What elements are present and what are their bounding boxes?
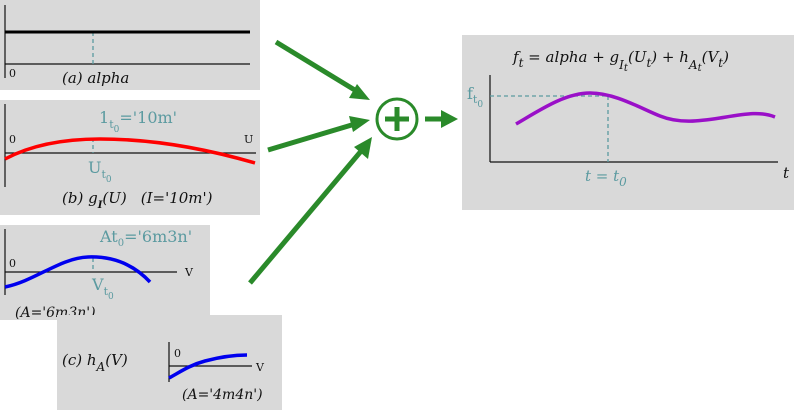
arrow-from-alpha-head	[349, 84, 370, 100]
panel-a-zero-label: 0	[9, 67, 16, 80]
panel-c1-zero-label: 0	[9, 257, 16, 270]
g-curve	[4, 137, 256, 165]
hA-curve-6m3n	[4, 255, 152, 289]
result-formula: ft = alpha + gIt(Ut) + hAt(Vt)	[512, 48, 729, 74]
hA-curve-4m4n	[168, 353, 248, 380]
arrow-from-g-head	[349, 116, 370, 132]
arrow-to-result-head	[441, 110, 458, 128]
result-panel: ft = alpha + gIt(Ut) + hAt(Vt) ft0 t = t…	[462, 35, 794, 210]
panel-a-background	[0, 0, 260, 90]
panel-b-background	[0, 100, 260, 215]
panel-c2-zero-label: 0	[174, 347, 181, 360]
result-x-marker: t = t0	[585, 167, 627, 189]
panel-b-top-label: 1t0='10m'	[99, 108, 177, 135]
panel-c1-axis-end-label: V	[184, 266, 194, 279]
panel-b-point-label: Ut0	[88, 158, 112, 185]
result-axis-end-label: t	[783, 164, 790, 182]
panel-c2-caption: (A='4m4n')	[182, 387, 263, 403]
panel-b-axis-end-label: U	[244, 133, 253, 146]
panel-b-caption: (b) gI(U)(I='10m')	[62, 189, 213, 211]
f-curve	[515, 91, 776, 126]
panel-b-zero-label: 0	[9, 133, 16, 146]
arrow-from-alpha	[274, 39, 360, 95]
panel-a-alpha: 0 (a) alpha	[0, 0, 260, 90]
arrow-from-g	[267, 121, 356, 153]
panel-a-caption: (a) alpha	[62, 69, 129, 87]
arrow-from-h	[248, 148, 364, 285]
panel-c2-h: 0 V (c) hA(V) (A='4m4n')	[57, 315, 282, 410]
result-y-label: ft0	[467, 84, 483, 110]
panel-c2-axis-end-label: V	[255, 361, 265, 374]
panel-c1-point-label: Vt0	[91, 275, 114, 302]
panel-c-caption: (c) hA(V)	[62, 351, 128, 374]
arrows	[248, 39, 458, 285]
arrow-from-h-head	[354, 137, 372, 159]
panel-c1-top-label: At0='6m3n'	[99, 227, 192, 249]
panel-c1-h: 0 V At0='6m3n' Vt0 (A='6m3n')	[0, 225, 210, 321]
plus-symbol	[375, 97, 419, 141]
panel-b-g: 0 U 1t0='10m' Ut0 (b) gI(U)(I='10m')	[0, 100, 260, 215]
